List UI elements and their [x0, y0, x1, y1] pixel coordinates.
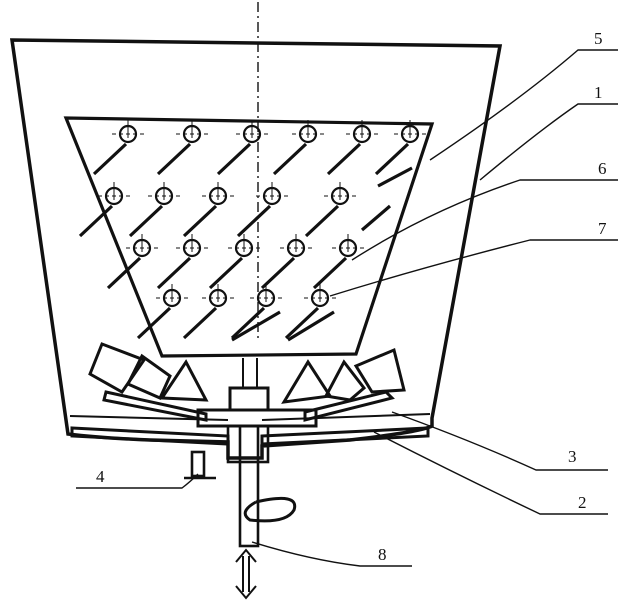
nozzle: [326, 120, 378, 176]
nozzle: [230, 284, 282, 340]
nozzle: [182, 182, 234, 238]
deflector-block: [88, 342, 147, 394]
spray-jet: [128, 204, 164, 238]
outer-chamber: [9, 38, 503, 460]
spray-jet: [156, 256, 192, 290]
up-down-arrow-icon: [235, 548, 257, 600]
spray-jet: [272, 142, 308, 176]
deflector-block: [125, 353, 172, 400]
callout-1: 1: [594, 83, 603, 102]
callout-7: 7: [598, 219, 607, 238]
leader-line-1: [479, 103, 618, 181]
nozzle: [304, 182, 356, 238]
nozzle: [92, 120, 144, 176]
nozzle: [216, 120, 268, 176]
shaft-collar: [226, 424, 270, 464]
spray-jet: [236, 204, 272, 238]
spray-jet: [78, 204, 114, 238]
leader-line-3: [391, 411, 608, 471]
spray-jet: [312, 256, 348, 290]
spray-jet: [287, 310, 335, 342]
callout-lines: [76, 49, 618, 567]
shaft-hub: [228, 386, 270, 412]
spray-jet: [216, 142, 252, 176]
spray-jet: [304, 204, 340, 238]
support-bracket: [190, 450, 206, 478]
chamber-bottom-line: [69, 413, 431, 421]
spray-jet: [374, 142, 410, 176]
callout-4: 4: [96, 467, 105, 486]
spray-jet: [360, 204, 392, 232]
spray-jet: [156, 142, 192, 176]
nozzle: [128, 182, 180, 238]
spray-jet: [377, 166, 413, 188]
deflector-block: [323, 359, 367, 402]
leader-line-2: [373, 431, 608, 515]
nozzle: [156, 234, 208, 290]
nozzle: [374, 120, 426, 176]
nozzle: [272, 120, 324, 176]
spray-jet: [260, 256, 296, 290]
callout-5: 5: [594, 29, 603, 48]
callout-8: 8: [378, 545, 387, 564]
callout-6: 6: [598, 159, 607, 178]
deflector-blocks: [88, 342, 406, 404]
nozzle: [106, 234, 158, 290]
spray-jet: [208, 256, 244, 290]
callout-2: 2: [578, 493, 587, 512]
rotary-plate-left: [102, 390, 208, 422]
deflector-block: [159, 359, 209, 402]
leader-line-5: [429, 49, 618, 161]
spray-jet: [326, 142, 362, 176]
nozzle: [208, 234, 260, 290]
nozzle: [182, 284, 234, 340]
drive-shaft: [238, 424, 260, 548]
nozzle: [156, 120, 208, 176]
nozzle: [260, 234, 312, 290]
spray-jet: [92, 142, 128, 176]
spray-jet: [231, 310, 281, 342]
spray-jet: [230, 306, 266, 340]
deflector-block: [353, 347, 406, 394]
leader-line-8: [251, 541, 412, 567]
spray-jet: [284, 306, 320, 340]
leader-line-6: [351, 179, 618, 261]
nozzle: [78, 182, 130, 238]
leader-line-4: [76, 473, 199, 489]
inner-basket: [63, 116, 435, 358]
spray-jet: [182, 204, 218, 238]
nozzle: [284, 284, 336, 340]
nozzle: [236, 182, 288, 238]
spray-jet: [106, 256, 142, 290]
nozzle: [312, 234, 364, 290]
nozzle: [136, 284, 188, 340]
rotary-plate-center: [196, 408, 318, 428]
rotary-plate-right: [303, 390, 395, 422]
nozzle-array: [78, 120, 426, 342]
callout-3: 3: [568, 447, 577, 466]
spray-jet: [136, 306, 172, 340]
leader-line-7: [329, 239, 618, 297]
deflector-block: [281, 359, 333, 404]
spray-jet: [182, 306, 218, 340]
shaft-spring: [243, 496, 297, 523]
